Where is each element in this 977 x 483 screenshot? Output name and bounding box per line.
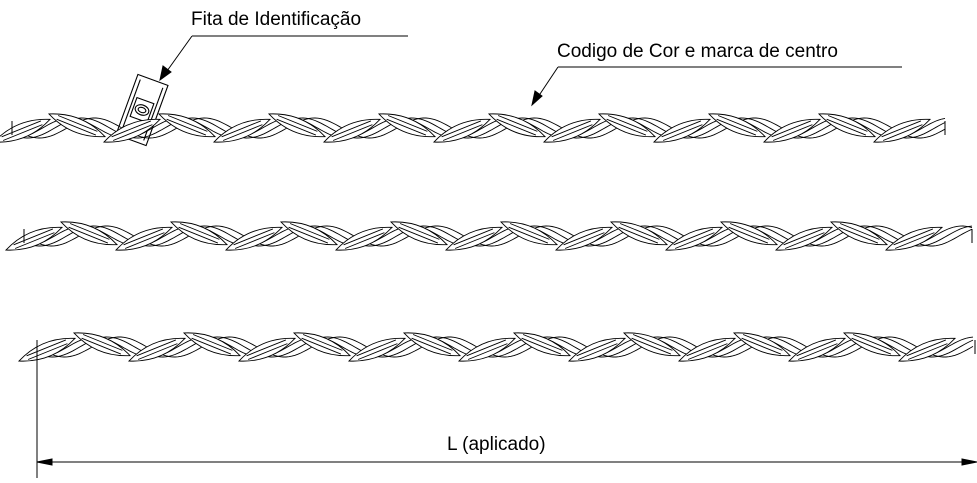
rod-lay-segment [732, 332, 792, 357]
rod-lay-segment [842, 332, 902, 357]
rod-lay-segment [267, 113, 327, 138]
helical-rod-bottom [17, 332, 976, 362]
rod-strand [23, 225, 973, 247]
rod-lay-segment [597, 113, 657, 138]
rod-lay-segment [829, 221, 889, 246]
rod-lay-segment [664, 226, 724, 251]
rod-lay-segment [389, 221, 449, 246]
rod-lay-segment [182, 332, 242, 357]
rod-lay-segment [652, 118, 712, 143]
rod-lay-segment [127, 337, 187, 362]
rod-lay-segment [402, 332, 462, 357]
rod-lay-segment [609, 221, 669, 246]
rod-lay-segment [787, 337, 847, 362]
rod-lay-segment [444, 226, 504, 251]
color-code-arrowhead [531, 90, 543, 107]
rod-lay-segment [884, 226, 944, 251]
rod-lay-segment [114, 226, 174, 251]
rod-lay-segment [237, 337, 297, 362]
rod-lay-segment [4, 226, 64, 251]
rod-lay-segment [224, 226, 284, 251]
rod-lay-segment [677, 337, 737, 362]
color-code-leader [537, 66, 559, 98]
rod-lay-segment [59, 221, 119, 246]
rod-strand [23, 225, 973, 247]
length-right-arrow [961, 458, 977, 466]
rod-lay-segment [279, 221, 339, 246]
rod-lay-segment [169, 221, 229, 246]
rod-lay-segment [897, 337, 957, 362]
rod-lay-segment [17, 337, 77, 362]
rod-lay-segment [432, 118, 492, 143]
rod-lay-segment [292, 332, 352, 357]
rod-lay-segment [512, 332, 572, 357]
rod-lay-segment [719, 221, 779, 246]
rod-lay-segment [542, 118, 602, 143]
rod-lay-segment [622, 332, 682, 357]
id-tape-callout [159, 35, 408, 82]
rod-lay-segment [212, 118, 272, 143]
rod-lay-segment [707, 113, 767, 138]
length-label: L (aplicado) [447, 434, 546, 455]
rod-lay-segment [322, 118, 382, 143]
rod-lay-segment [554, 226, 614, 251]
id-tape-label: Fita de Identificação [191, 9, 361, 30]
color-code-callout [531, 66, 902, 107]
rod-lay-segment [487, 113, 547, 138]
rod-lay-segment [157, 113, 217, 138]
rod-lay-segment [774, 226, 834, 251]
rod-lay-segment [567, 337, 627, 362]
helical-rod-middle [4, 221, 973, 251]
rod-lay-segment [457, 337, 517, 362]
color-code-label: Codigo de Cor e marca de centro [557, 41, 838, 62]
rod-lay-segment [102, 118, 162, 143]
helical-rod-top [0, 113, 946, 143]
rod-lay-segment [817, 113, 877, 138]
rod-lay-segment [499, 221, 559, 246]
rod-lay-segment [334, 226, 394, 251]
rod-lay-segment [47, 113, 107, 138]
rod-lay-segment [72, 332, 132, 357]
length-dimension [36, 352, 977, 478]
id-tape-leader [166, 35, 193, 72]
rod-lay-segment [872, 118, 932, 143]
rod-lay-segment [347, 337, 407, 362]
id-tape-arrowhead [159, 65, 172, 82]
rod-lay-segment [762, 118, 822, 143]
length-left-arrow [36, 458, 53, 466]
rod-lay-segment [377, 113, 437, 138]
rod-lay-segment [0, 118, 52, 143]
